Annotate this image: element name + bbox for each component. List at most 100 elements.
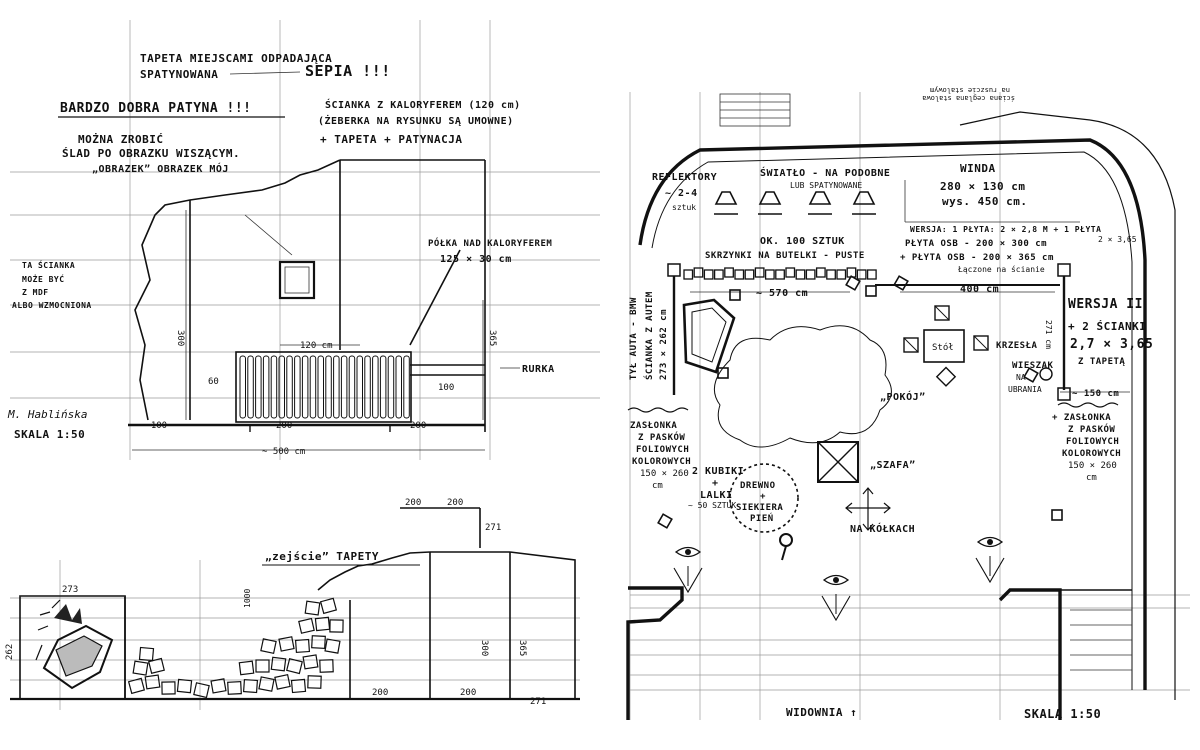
crate (744, 269, 755, 280)
curtain-left-3: FOLIOWYCH (636, 445, 689, 455)
eye-pupil (685, 549, 691, 555)
version2-wallpaper: Z TAPETĄ (1078, 357, 1125, 367)
note-shelf-1: PÓŁKA NAD KALORYFEREM (428, 237, 552, 249)
radiator-fin (239, 355, 246, 419)
brick (238, 660, 255, 676)
radiator-fin (317, 355, 324, 419)
brick (298, 617, 315, 634)
view-cone (975, 557, 1005, 584)
brick (319, 597, 338, 615)
crate (785, 267, 796, 278)
version1-line1: WERSJA: 1 PŁYTA: 2 × 2,8 M + 1 PŁYTA (910, 225, 1101, 234)
brick (242, 678, 259, 694)
dim-200-a: 200 (276, 421, 292, 431)
small-crate (657, 513, 673, 529)
radiator-fin (348, 355, 356, 419)
note-side-2: MOŻE BYĆ (22, 273, 65, 284)
wood-3: SIEKIERA (736, 503, 783, 513)
lamp-icon (758, 191, 782, 205)
curtain-right-3: FOLIOWYCH (1066, 437, 1119, 447)
elevator-size: 280 × 130 cm (940, 180, 1025, 193)
radiator-fin (372, 355, 379, 419)
brick (304, 600, 321, 616)
lamp-group (714, 191, 876, 215)
dim-60: 60 (208, 377, 219, 387)
version2-walls: + 2 ŚCIANKI (1068, 320, 1146, 333)
elevation-guide-lines (10, 20, 600, 460)
brick (132, 660, 149, 676)
brick (255, 659, 270, 673)
stamp-box (719, 93, 791, 127)
crate (856, 269, 867, 280)
small-crate (1051, 509, 1063, 521)
crate (734, 269, 745, 280)
brick (307, 675, 322, 689)
brick (324, 638, 341, 654)
dim-400: 400 cm (960, 284, 999, 295)
room-label: „POKÓJ” (880, 390, 926, 403)
note-side-3: Z MDF (22, 288, 49, 297)
lower-dim-200-top2: 200 (447, 498, 463, 508)
radiator-fin (301, 355, 309, 419)
chair (935, 366, 957, 387)
wardrobe (817, 441, 859, 483)
note-wall-1: ŚCIANKA Z KALORYFEREM (120 cm) (325, 98, 521, 111)
small-crate (865, 285, 877, 297)
stamp-text-1: ściana ceglana stalowa (922, 94, 1015, 102)
curtain-left-4: KOLOROWYCH (632, 457, 691, 467)
radiator-fin (333, 355, 340, 419)
version2-title: WERSJA II (1068, 297, 1143, 312)
crate (713, 269, 724, 280)
hanger (1039, 367, 1053, 381)
brick (176, 678, 193, 694)
eye-icon (674, 546, 702, 558)
eye-pupil (833, 577, 839, 583)
lower-walls (10, 507, 580, 701)
note-trace-2: ŚLAD PO OBRAZKU WISZĄCYM. (62, 147, 240, 160)
radiator-fin (325, 355, 332, 419)
version1-line4: + PŁYTA OSB - 200 × 365 cm (900, 253, 1054, 263)
dim-100: 100 (438, 383, 454, 393)
note-trace-3: „OBRAZEK” OBRAZEK MÓJ (92, 162, 229, 175)
lower-dim-271-b: 271 (530, 697, 546, 707)
radiator-fin (364, 355, 371, 419)
brick (302, 654, 319, 670)
stage-walls (626, 586, 1132, 720)
lower-dim-200-b1: 200 (372, 688, 388, 698)
curtain-right-1: + ZASŁONKA (1052, 413, 1111, 423)
viewpoint-eyes (673, 536, 1005, 622)
eye-icon (822, 574, 850, 586)
brick-rubble (127, 597, 344, 699)
lights-label-4: ŚWIATŁO - NA PODOBNE (760, 166, 890, 179)
brick (260, 638, 277, 655)
plan-grid (629, 92, 1190, 720)
stair-lines (1070, 609, 1132, 671)
car-label-1: TYŁ AUTA - BMW (629, 297, 639, 380)
crate (703, 269, 714, 280)
crate (815, 267, 826, 278)
small-crate (717, 367, 729, 379)
brick (227, 681, 242, 695)
lower-dim-262: 262 (5, 644, 15, 660)
brick (161, 681, 176, 695)
curtain-left-2: Z PASKÓW (638, 431, 685, 443)
brick (278, 636, 295, 652)
eye-pupil (987, 539, 993, 545)
car-label-2: ŚCIANKA Z AUTEM (643, 291, 655, 380)
view-cone (821, 595, 851, 622)
crate (836, 269, 847, 280)
note-wall-3: + TAPETA + PATYNACJA (320, 133, 462, 146)
dim-total: ~ 500 cm (262, 447, 305, 457)
elevator-label: WINDA (960, 162, 996, 175)
brick (210, 678, 227, 694)
car-label-3: 273 × 262 cm (659, 309, 669, 380)
version1-line3: PŁYTA OSB - 200 × 300 cm (905, 239, 1047, 249)
elevation-scale: SKALA 1:50 (14, 428, 85, 441)
hanger-label-3: UBRANIA (1008, 385, 1042, 394)
brick (127, 677, 146, 695)
lights-label-1: REFLEKTORY (652, 172, 717, 183)
chair-mark (934, 305, 950, 321)
note-sepia: SEPIA !!! (305, 62, 391, 80)
elevation-dimensions: 300 365 120 cm 60 100 ~ 100 200 200 ~ 50… (132, 210, 497, 457)
crate (764, 269, 775, 280)
